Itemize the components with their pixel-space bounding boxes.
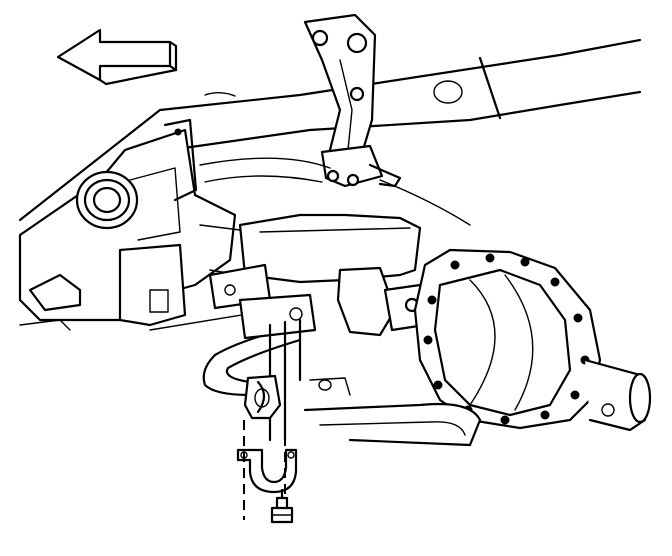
differential-housing (413, 248, 652, 432)
stabilizer-bushing-icon (243, 374, 282, 420)
assembly-line (243, 420, 286, 520)
bolt-icon (270, 488, 294, 524)
shock-mount-bracket (199, 13, 471, 226)
stabilizer-clamp-icon (236, 448, 298, 494)
crossmember (18, 118, 256, 331)
stabilizer-bar (202, 323, 482, 447)
arrow-left-icon (56, 28, 178, 86)
